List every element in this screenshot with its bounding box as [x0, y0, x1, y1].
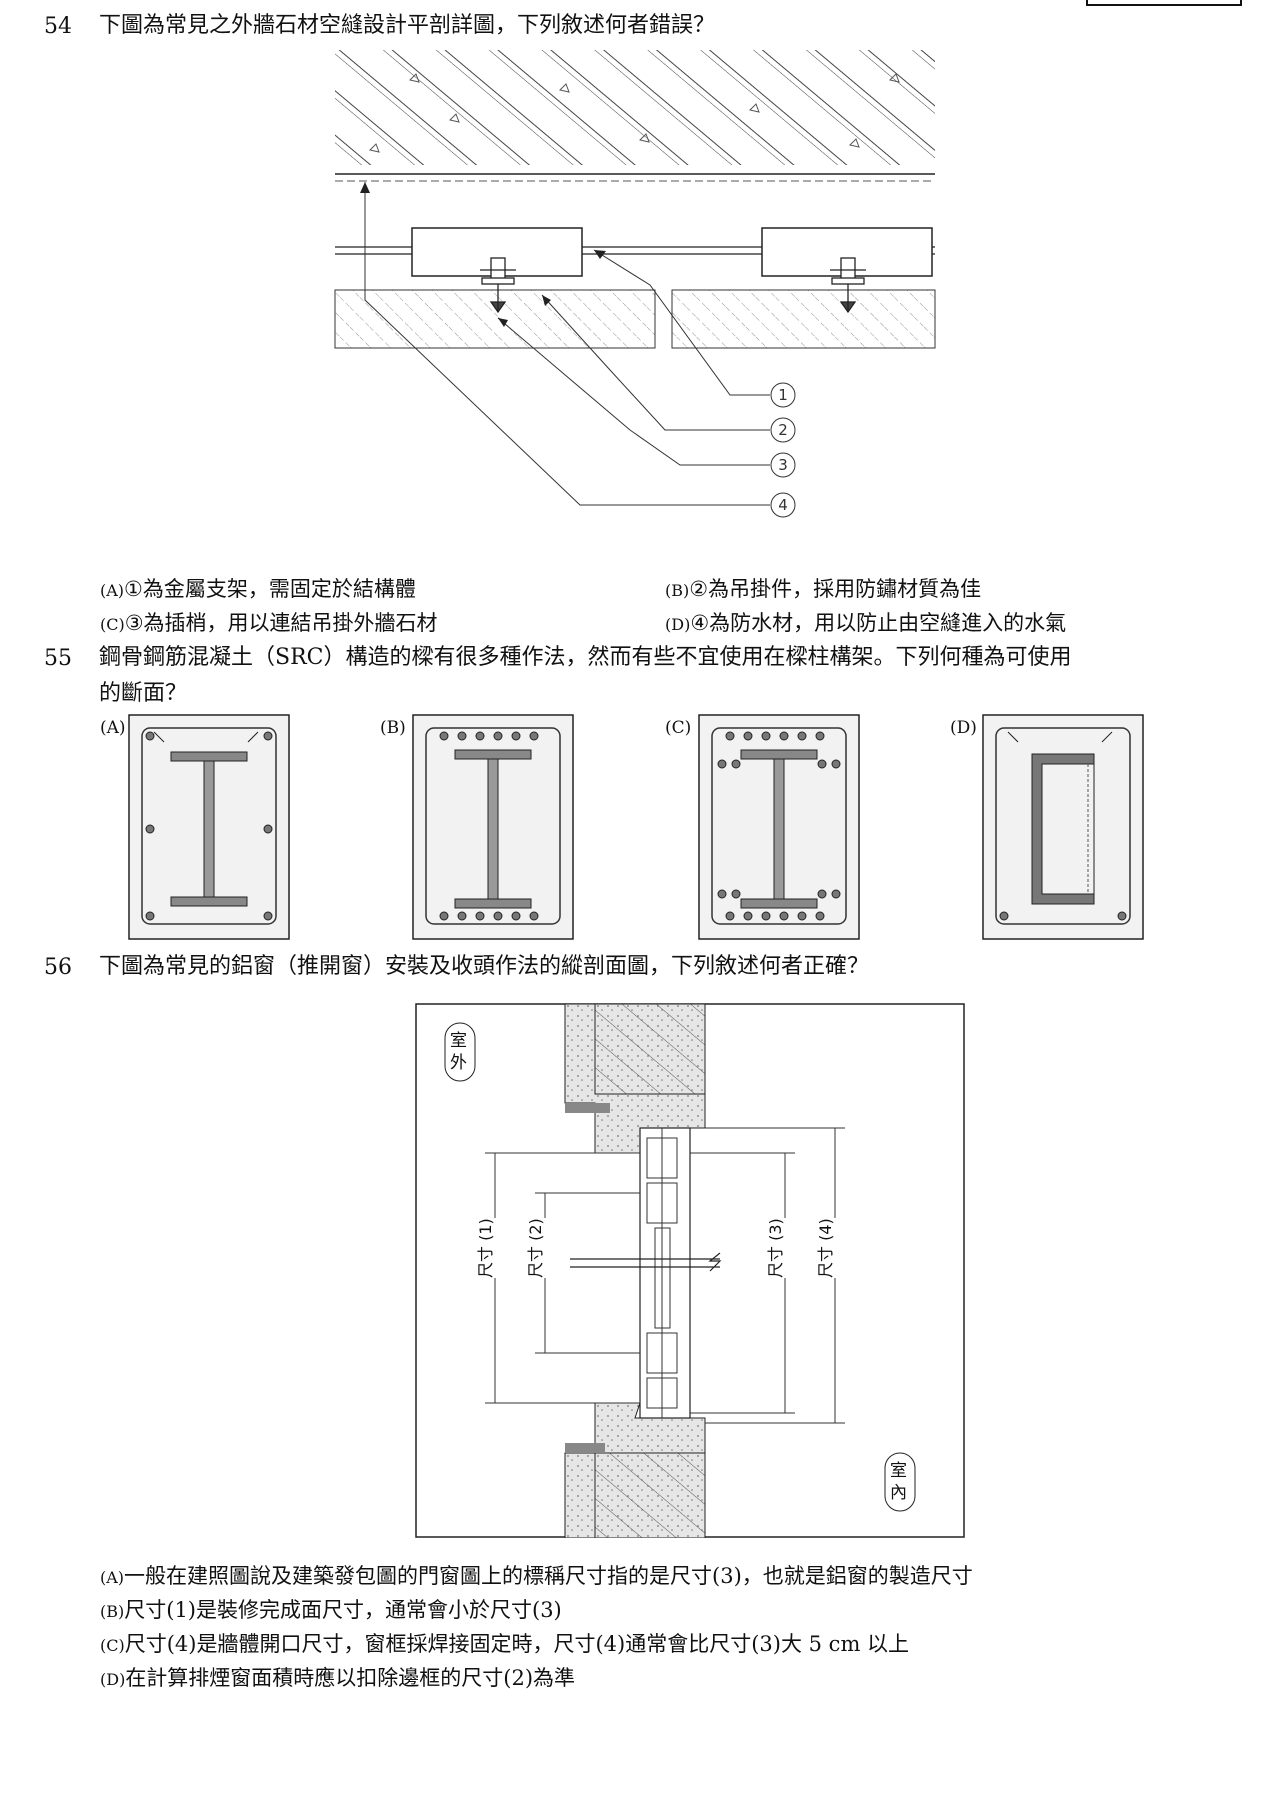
dim-4-label: 尺寸 (4)	[812, 1218, 836, 1278]
question-55-line1: 鋼骨鋼筋混凝土（SRC）構造的樑有很多種作法，然而有些不宜使用在樑柱構架。下列何…	[99, 645, 1072, 670]
section-d-label: (D)	[950, 718, 977, 738]
q54-option-a: (A)①為金屬支架，需固定於結構體	[100, 577, 416, 601]
q56-option-c: (C)尺寸(4)是牆體開口尺寸，窗框採焊接固定時，尺寸(4)通常會比尺寸(3)大…	[100, 1632, 910, 1656]
label-inside: 室內	[890, 1461, 907, 1503]
question-56-number: 56	[44, 955, 72, 980]
question-55-number: 55	[44, 646, 72, 671]
stone-wall-section-diagram: 1 2 3 4	[334, 50, 936, 518]
section-b-label: (B)	[380, 718, 406, 738]
src-section-c	[698, 714, 860, 940]
question-54-text: 下圖為常見之外牆石材空縫設計平剖詳圖，下列敘述何者錯誤？	[99, 13, 716, 38]
src-section-d	[982, 714, 1144, 940]
q56-option-a: (A)一般在建照圖說及建築發包圖的門窗圖上的標稱尺寸指的是尺寸(3)，也就是鋁窗…	[100, 1564, 973, 1588]
q54-option-c: (C)③為插梢，用以連結吊掛外牆石材	[100, 611, 438, 635]
callout-4: 4	[778, 496, 788, 514]
q54-option-b: (B)②為吊掛件，採用防鏽材質為佳	[665, 577, 982, 601]
section-c-label: (C)	[665, 718, 692, 738]
section-a-label: (A)	[100, 718, 126, 738]
aluminum-window-section-diagram	[415, 1003, 965, 1538]
question-54-number: 54	[44, 14, 72, 39]
callout-2: 2	[778, 421, 788, 439]
callout-3: 3	[778, 456, 788, 474]
question-56-text: 下圖為常見的鋁窗（推開窗）安裝及收頭作法的縱剖面圖，下列敘述何者正確？	[99, 954, 870, 979]
dim-2-label: 尺寸 (2)	[522, 1218, 546, 1278]
q54-option-d: (D)④為防水材，用以防止由空縫進入的水氣	[665, 611, 1067, 635]
src-section-b	[412, 714, 574, 940]
question-55-line2: 的斷面？	[99, 681, 188, 706]
q56-option-b: (B)尺寸(1)是裝修完成面尺寸，通常會小於尺寸(3)	[100, 1598, 562, 1622]
src-section-a	[128, 714, 290, 940]
q56-option-d: (D)在計算排煙窗面積時應以扣除邊框的尺寸(2)為準	[100, 1666, 576, 1690]
label-outside: 室外	[450, 1031, 467, 1073]
dim-1-label: 尺寸 (1)	[472, 1218, 496, 1278]
page-corner-box	[1086, 0, 1242, 6]
callout-1: 1	[778, 386, 788, 404]
dim-3-label: 尺寸 (3)	[762, 1218, 786, 1278]
